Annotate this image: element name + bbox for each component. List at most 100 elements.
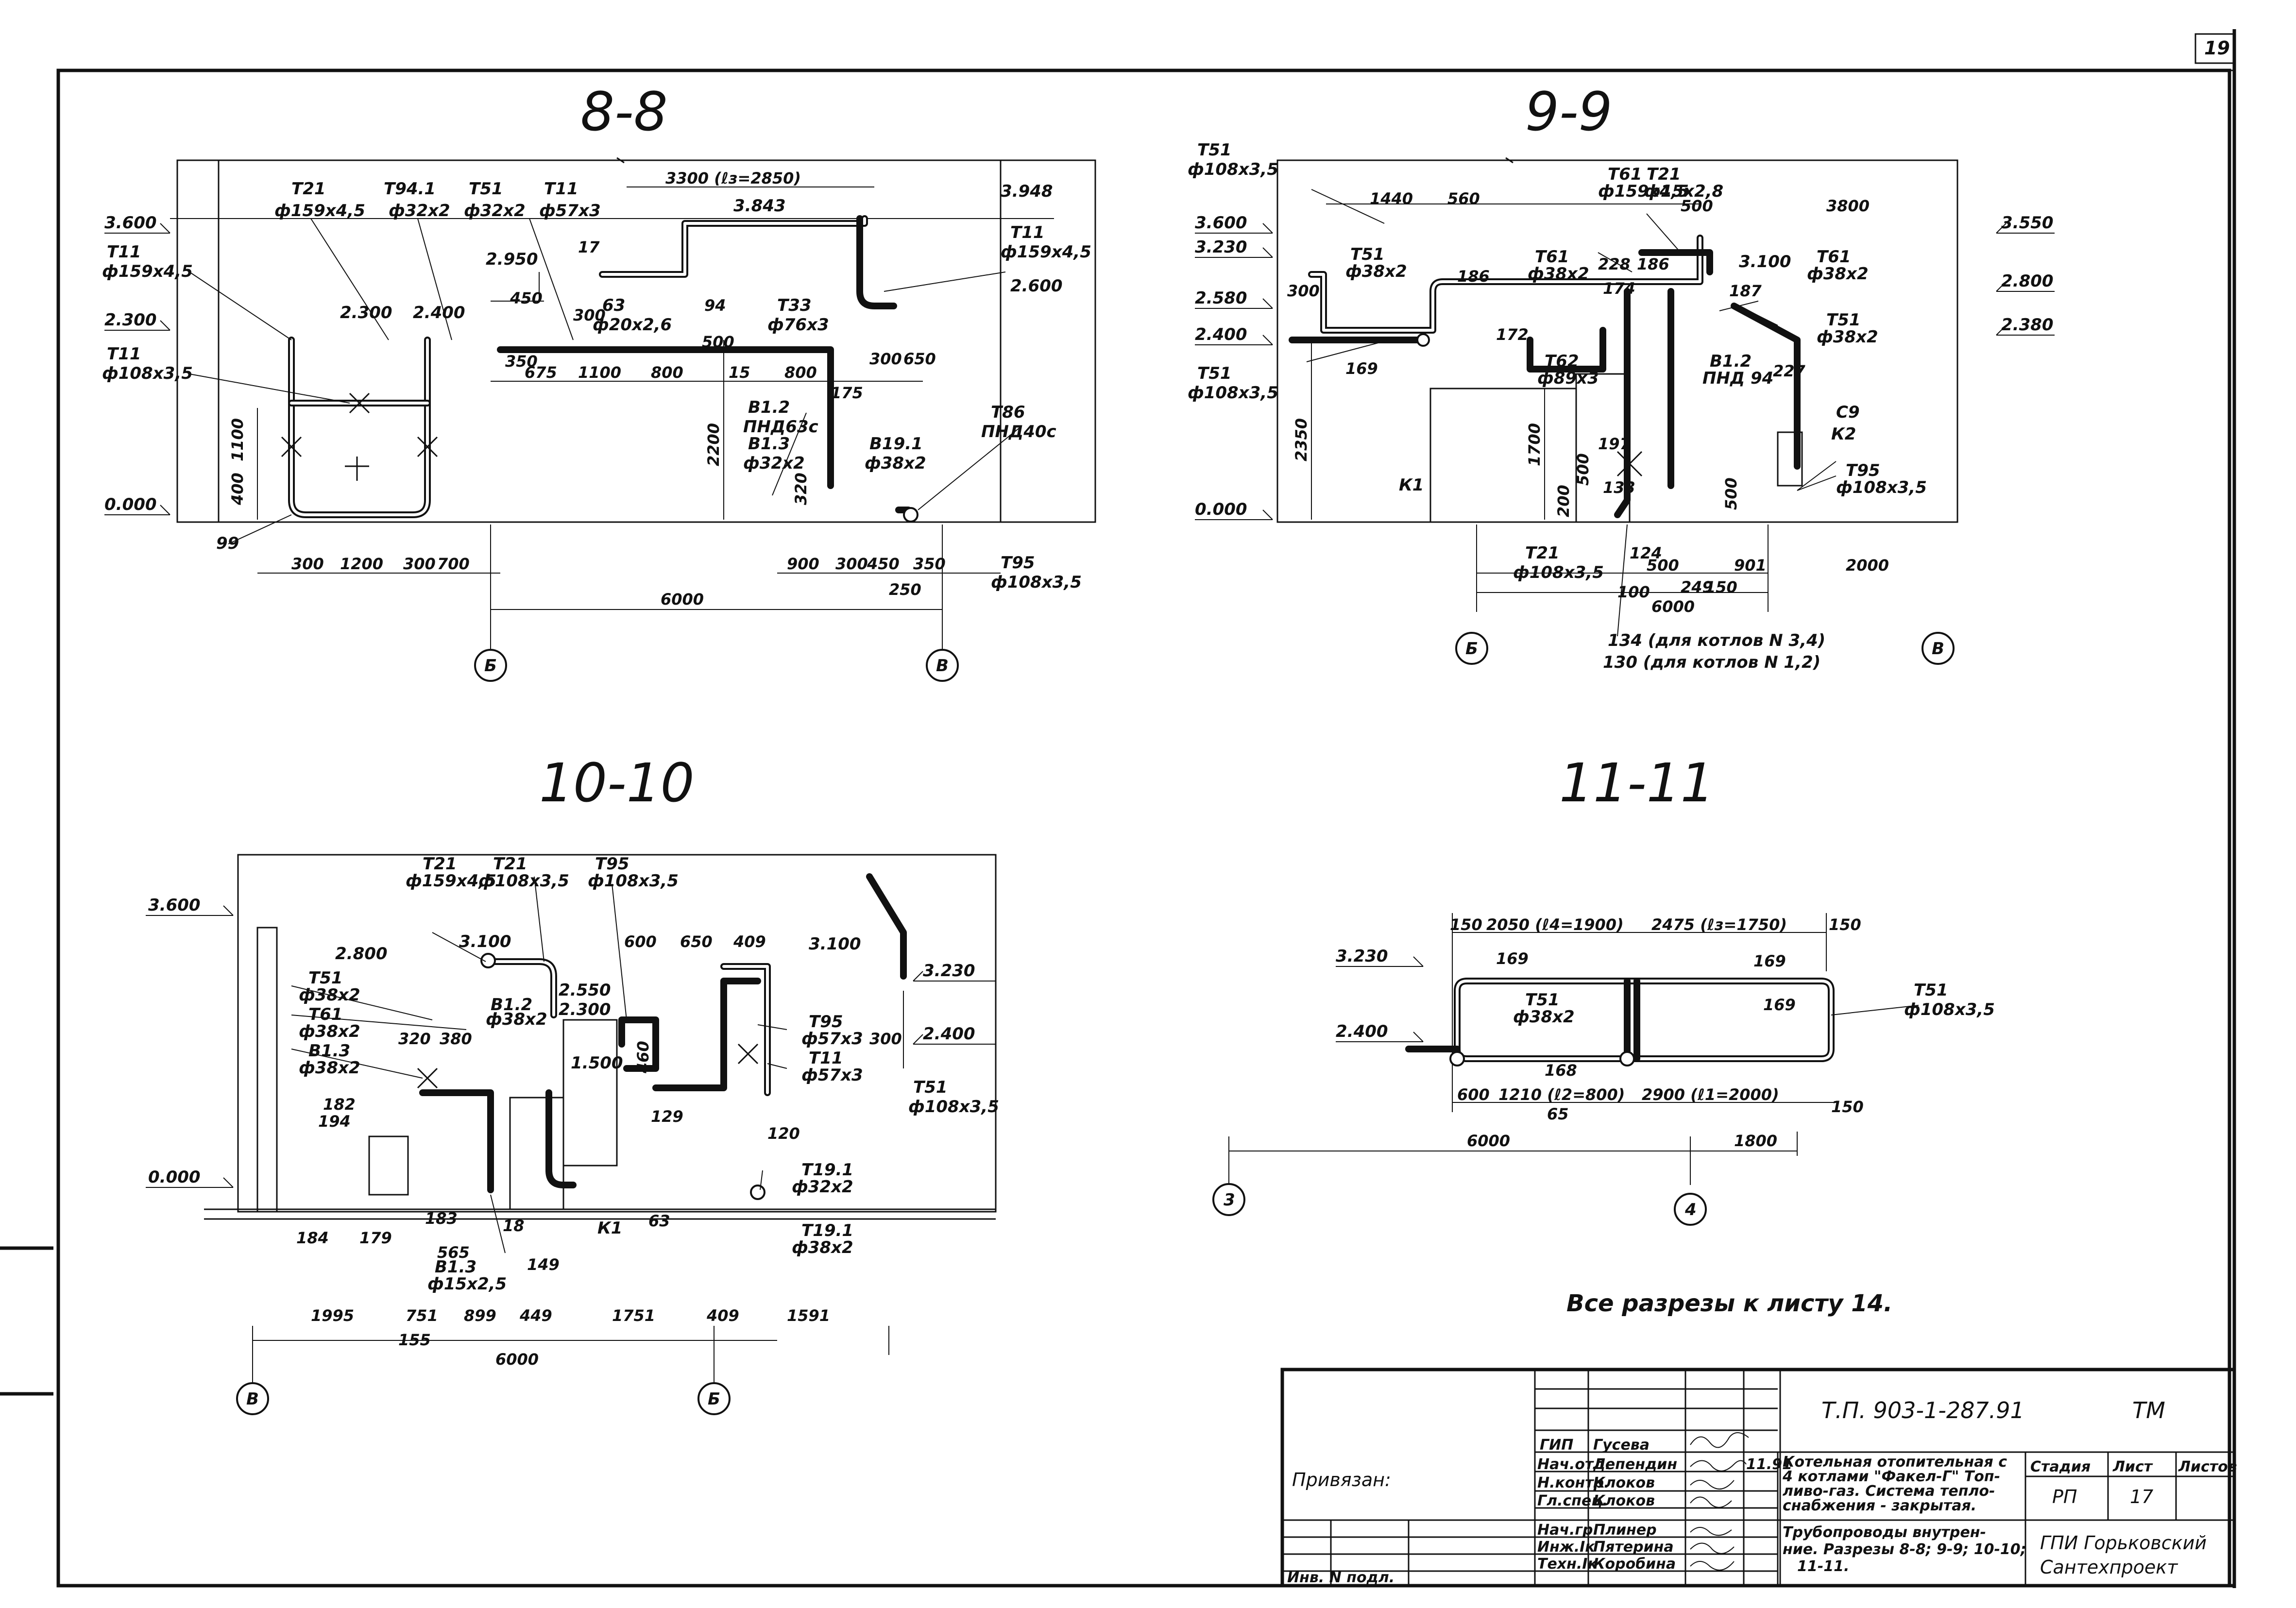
elev-3843: 3.843 <box>733 196 786 216</box>
note-line: 130 (для котлов N 1,2) <box>1603 653 1820 672</box>
label-size: ф38x2 <box>299 1022 360 1041</box>
axis-marker <box>1922 632 1955 665</box>
dim-vertical: 200 <box>1554 485 1573 517</box>
label-code: Т86 <box>991 403 1025 422</box>
elev: 2.380 <box>2001 315 2054 335</box>
tag: 187 <box>1729 282 1762 300</box>
section-title-11-11: 11-11 <box>1559 752 1715 814</box>
label-size: ПНД 94 <box>1702 369 1773 388</box>
dim: 450 <box>510 289 543 307</box>
dim-bottom: 300 <box>291 555 324 573</box>
tag: 149 <box>527 1255 560 1274</box>
person-name: Коробина <box>1593 1556 1676 1573</box>
label-code: В1.2 <box>1710 352 1752 371</box>
elev: 3.230 <box>1195 237 1247 257</box>
tag: 169 <box>1496 949 1529 968</box>
person-name: Клоков <box>1593 1474 1655 1491</box>
person-role: Инж.Iк <box>1537 1539 1595 1556</box>
dim-bottom: 409 <box>706 1306 739 1325</box>
dim: 800 <box>651 363 683 382</box>
dim: 350 <box>505 352 538 371</box>
label-size: ф38x2 <box>299 1058 360 1078</box>
elev: 1.500 <box>571 1053 623 1073</box>
tag: 169 <box>1753 952 1786 970</box>
tag: 197 <box>1598 435 1631 453</box>
label-code: Т19.1 <box>801 1160 853 1180</box>
label-code: Т19.1 <box>801 1221 853 1240</box>
elev: 3.230 <box>923 961 975 981</box>
project-title-line: Котельная отопительная с <box>1783 1454 2007 1471</box>
tag: 186 <box>1457 267 1490 286</box>
tag: 174 <box>1603 279 1635 298</box>
tag: 600 <box>624 932 657 951</box>
label-size: ф20x2,6 <box>593 315 672 335</box>
label-code: Т21 <box>291 179 326 199</box>
label-size: ф108x3,5 <box>1904 1000 1995 1019</box>
elev: 2.400 <box>923 1024 975 1044</box>
elev-3600: 3.600 <box>104 213 157 233</box>
label-code: В1.2 <box>748 398 790 417</box>
dim-top: 150 <box>1829 915 1861 934</box>
dim-top: 3300 (ℓз=2850) <box>665 169 801 187</box>
label-size: ф159x4,5 <box>1001 242 1091 262</box>
dim-bottom: 65 <box>1547 1105 1569 1123</box>
label-size: ф159x4,5 <box>1598 182 1689 201</box>
person-role: Н.контр. <box>1537 1474 1609 1491</box>
tag: 183 <box>425 1209 458 1228</box>
dim-bottom: 300 <box>403 555 436 573</box>
dim-bottom: 500 <box>1647 556 1679 575</box>
label-code: Т62 <box>1545 352 1579 371</box>
dim: 17 <box>578 238 600 256</box>
label-code: Т21 <box>1525 543 1560 563</box>
label-size: ф57x3 <box>801 1029 863 1049</box>
tag: 320 <box>398 1030 431 1048</box>
dim-bottom: 2900 (ℓ1=2000) <box>1642 1085 1779 1104</box>
dim: 650 <box>903 350 936 368</box>
tag: 186 <box>1637 255 1669 273</box>
label-code: Т51 <box>1197 364 1232 383</box>
label-size: ф38x2 <box>1345 262 1407 281</box>
tag: К1 <box>597 1219 622 1238</box>
elev: 2.300 <box>559 1000 611 1019</box>
tag: 228 <box>1598 255 1631 273</box>
label-size: ф159x4,5 <box>406 871 496 891</box>
elev: 2.400 <box>1195 325 1247 344</box>
elev-2300b: 2.300 <box>340 303 392 322</box>
dim-vertical: 320 <box>792 473 810 505</box>
elev: 3.100 <box>459 932 511 951</box>
label-code: Т51 <box>1826 310 1861 330</box>
elev: 3.100 <box>809 934 861 954</box>
linked-label: Привязан: <box>1292 1469 1391 1490</box>
label-size: ф57x3 <box>539 201 601 220</box>
signatures <box>1690 1432 1749 1571</box>
dim-bottom: 700 <box>437 555 470 573</box>
axis-marker <box>697 1382 731 1415</box>
tag: 650 <box>680 932 713 951</box>
dim-total: 1800 <box>1734 1132 1777 1150</box>
dim-top: 2050 (ℓ4=1900) <box>1486 915 1624 934</box>
dim-bottom: 1995 <box>311 1306 354 1325</box>
tag-k1: К1 <box>1399 475 1424 495</box>
axis-label: Б <box>484 656 497 676</box>
dim-bottom: 1751 <box>612 1306 655 1325</box>
dim-vertical: 1100 <box>228 418 247 461</box>
dim-bottom: 600 <box>1457 1085 1490 1104</box>
label-code: Т11 <box>1010 223 1045 242</box>
label-size: ф108x3,5 <box>1513 563 1604 582</box>
dim-total: 6000 <box>495 1350 539 1369</box>
dim-vertical: 1700 <box>1525 423 1544 466</box>
tag: 120 <box>767 1124 800 1143</box>
person-name: Плинер <box>1593 1522 1657 1539</box>
label-size: ф108x3,5 <box>1188 160 1278 179</box>
label-size: ПНД63с <box>743 417 818 437</box>
elev: 3.600 <box>148 896 201 915</box>
axis-label: В <box>246 1389 259 1409</box>
sheet-value: 17 <box>2130 1486 2153 1507</box>
elev: 3.230 <box>1336 947 1388 966</box>
elev-2950: 2.950 <box>486 250 538 269</box>
label-size: ф15x2,5 <box>427 1274 507 1294</box>
dim: 675 <box>525 363 557 382</box>
label-code: 63 <box>602 296 625 315</box>
tag: 63 <box>648 1212 670 1230</box>
section-8-8: 8-8 <box>102 81 1096 682</box>
